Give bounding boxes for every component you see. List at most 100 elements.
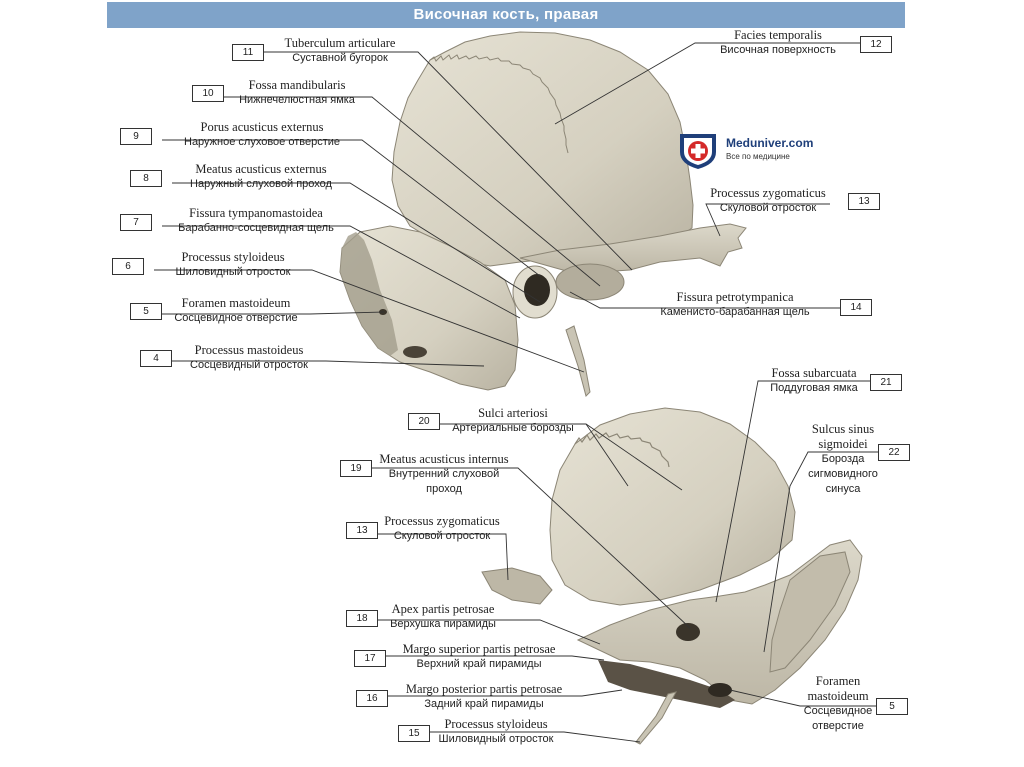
label-processus-styloideus-lower: Processus styloideus Шиловидный отросток xyxy=(428,717,564,747)
leader-9 xyxy=(162,139,541,277)
label-russian: Сосцевидное отверстие xyxy=(174,312,298,324)
label-latin-line-2: mastoideum xyxy=(807,689,869,703)
label-russian-line-1: Сосцевидное xyxy=(803,705,873,717)
petrous-underside-shape xyxy=(598,660,735,708)
leader-8 xyxy=(172,182,541,303)
label-latin: Fissura tympanomastoidea xyxy=(189,206,323,220)
label-latin: Processus styloideus xyxy=(444,717,548,731)
label-sulci-arteriosi: Sulci arteriosi Артериальные борозды xyxy=(440,406,586,436)
label-number-14: 14 xyxy=(840,299,872,316)
label-russian: Шиловидный отросток xyxy=(175,266,291,278)
external-acoustic-meatus-shape xyxy=(524,274,550,306)
label-russian-line-1: Борозда xyxy=(821,453,865,465)
page-title: Височная кость, правая xyxy=(413,6,599,23)
title-bar: Височная кость, правая xyxy=(107,2,905,28)
leader-5b xyxy=(729,689,876,707)
leader-17 xyxy=(386,655,605,661)
label-russian: Скуловой отросток xyxy=(719,202,817,214)
squama-medial-shape xyxy=(549,407,796,606)
label-number-16: 16 xyxy=(356,690,388,707)
leader-4 xyxy=(172,360,485,367)
label-meatus-acusticus-internus: Meatus acusticus internus Внутренний слу… xyxy=(370,452,518,497)
label-latin: Porus acusticus externus xyxy=(200,120,324,134)
leader-20b xyxy=(585,423,629,487)
label-processus-mastoideus: Processus mastoideus Сосцевидный отросто… xyxy=(172,343,326,373)
label-number-6: 6 xyxy=(112,258,144,275)
label-latin: Fossa mandibularis xyxy=(248,78,346,92)
label-number-7: 7 xyxy=(120,214,152,231)
leader-22 xyxy=(763,451,878,653)
label-number-9: 9 xyxy=(120,128,152,145)
label-russian: Верхушка пирамиды xyxy=(390,618,496,630)
label-sulcus-sinus-sigmoidei: Sulcus sinus sigmoidei Борозда сигмовидн… xyxy=(808,422,878,497)
label-russian: Наружное слуховое отверстие xyxy=(184,136,340,148)
zygomatic-process-shape xyxy=(519,223,747,273)
meduniver-logo: Meduniver.com Все по медицине xyxy=(676,128,836,172)
label-tuberculum-articulare: Tuberculum articulare Суставной бугорок xyxy=(262,36,418,66)
label-russian: Верхний край пирамиды xyxy=(416,658,542,670)
label-number-18: 18 xyxy=(346,610,378,627)
leader-12 xyxy=(554,42,862,125)
label-russian-line-3: синуса xyxy=(825,483,861,495)
label-number-20: 20 xyxy=(408,413,440,430)
label-number-19: 19 xyxy=(340,460,372,477)
label-russian: Сосцевидный отросток xyxy=(190,359,308,371)
leader-7 xyxy=(162,225,521,319)
label-number-12: 12 xyxy=(860,36,892,53)
label-russian: Суставной бугорок xyxy=(292,52,388,64)
label-number-17: 17 xyxy=(354,650,386,667)
leader-14 xyxy=(569,291,840,309)
label-latin: Tuberculum articulare xyxy=(284,36,396,50)
label-latin: Apex partis petrosae xyxy=(391,602,495,616)
leader-11 xyxy=(262,51,633,271)
label-margo-posterior-partis-petrosae: Margo posterior partis petrosae Задний к… xyxy=(386,682,582,712)
mastoid-notch-shape xyxy=(403,346,427,358)
label-number-22: 22 xyxy=(878,444,910,461)
label-number-5: 5 xyxy=(876,698,908,715)
label-latin: Margo superior partis petrosae xyxy=(402,642,556,656)
leader-10 xyxy=(222,96,601,287)
label-russian: Барабанно-сосцевидная щель xyxy=(178,222,334,234)
label-facies-temporalis: Facies temporalis Височная поверхность xyxy=(695,28,861,58)
label-processus-zygomaticus-lower: Processus zygomaticus Скуловой отросток xyxy=(378,514,506,544)
leader-13a xyxy=(705,203,830,237)
leader-6 xyxy=(154,269,585,373)
mandibular-fossa-shape xyxy=(555,263,625,301)
label-russian: Задний край пирамиды xyxy=(424,698,544,710)
label-russian: Нижнечелюстная ямка xyxy=(239,94,355,106)
leader-21 xyxy=(715,380,870,603)
label-latin: Meatus acusticus externus xyxy=(195,162,327,176)
label-latin: Margo posterior partis petrosae xyxy=(405,682,563,696)
label-latin: Processus styloideus xyxy=(181,250,285,264)
label-latin: Processus mastoideus xyxy=(194,343,304,357)
leader-18 xyxy=(376,619,601,645)
label-latin: Sulci arteriosi xyxy=(478,406,548,420)
label-latin: Fossa subarcuata xyxy=(771,366,857,380)
label-russian: Скуловой отросток xyxy=(393,530,491,542)
label-meatus-acusticus-externus: Meatus acusticus externus Наружный слухо… xyxy=(172,162,350,192)
label-number-13: 13 xyxy=(346,522,378,539)
zygomatic-process-medial-shape xyxy=(481,567,553,605)
label-fissura-tympanomastoidea: Fissura tympanomastoidea Барабанно-сосце… xyxy=(162,206,350,236)
label-number-5: 5 xyxy=(130,303,162,320)
leader-19 xyxy=(370,467,691,629)
label-number-13: 13 xyxy=(848,193,880,210)
label-latin: Foramen mastoideum xyxy=(181,296,291,310)
label-russian-line-1: Внутренний слуховой xyxy=(388,468,500,480)
label-latin: Processus zygomaticus xyxy=(710,186,826,200)
label-russian: Наружный слуховой проход xyxy=(190,178,332,190)
label-russian-line-2: отверстие xyxy=(812,720,864,732)
medical-cross-shield-icon xyxy=(680,134,716,169)
mastoid-foramen-medial-shape xyxy=(708,683,732,697)
leader-15 xyxy=(428,731,641,743)
label-russian: Артериальные борозды xyxy=(452,422,574,434)
label-number-15: 15 xyxy=(398,725,430,742)
label-number-10: 10 xyxy=(192,85,224,102)
label-foramen-mastoideum: Foramen mastoideum Сосцевидное отверстие xyxy=(162,296,310,326)
logo-name: Meduniver.com xyxy=(726,136,814,150)
label-apex-partis-petrosae: Apex partis petrosae Верхушка пирамиды xyxy=(376,602,510,632)
squama-medial-serrated-edge xyxy=(574,432,670,468)
label-porus-acusticus-externus: Porus acusticus externus Наружное слухов… xyxy=(162,120,362,150)
label-latin: Processus zygomaticus xyxy=(384,514,500,528)
